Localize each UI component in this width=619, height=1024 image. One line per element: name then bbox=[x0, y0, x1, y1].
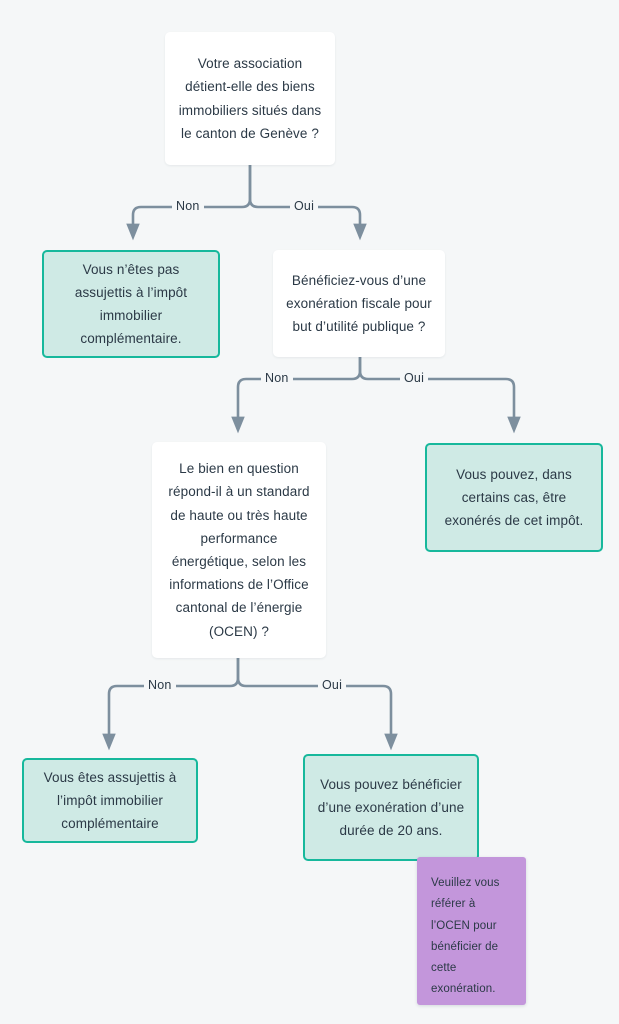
question-node-text: Bénéficiez-vous d’une exonération fiscal… bbox=[286, 272, 432, 335]
edge-label-level3-oui: Oui bbox=[318, 679, 347, 692]
note-refer-to-ocen[interactable]: Veuillez vous référer à l’OCEN pour béné… bbox=[417, 857, 526, 1005]
answer-node-20-year-exemption[interactable]: Vous pouvez bénéficier d’une exonération… bbox=[303, 754, 479, 861]
answer-node-possible-exemption[interactable]: Vous pouvez, dans certains cas, être exo… bbox=[425, 443, 603, 552]
answer-node-not-liable[interactable]: Vous n’êtes pas assujettis à l’impôt imm… bbox=[42, 250, 220, 358]
answer-node-text: Vous pouvez bénéficier d’une exonération… bbox=[317, 776, 465, 839]
edge-label-level1-non: Non bbox=[172, 200, 204, 213]
question-node-tax-exemption-public-utility[interactable]: Bénéficiez-vous d’une exonération fiscal… bbox=[273, 250, 445, 357]
answer-node-text: Vous n’êtes pas assujettis à l’impôt imm… bbox=[74, 261, 188, 347]
question-node-text: Votre association détient-elle des biens… bbox=[178, 56, 322, 141]
edge-label-level1-oui: Oui bbox=[290, 200, 319, 213]
edge-label-level3-non: Non bbox=[144, 679, 176, 692]
edge-label-level2-non: Non bbox=[261, 372, 293, 385]
question-node-property-in-geneva[interactable]: Votre association détient-elle des biens… bbox=[165, 32, 335, 165]
answer-node-text: Vous êtes assujettis à l’impôt immobilie… bbox=[43, 769, 177, 832]
question-node-text: Le bien en question répond-il à un stand… bbox=[168, 461, 310, 639]
answer-node-liable-to-tax[interactable]: Vous êtes assujettis à l’impôt immobilie… bbox=[22, 758, 198, 843]
question-node-energy-performance-standard[interactable]: Le bien en question répond-il à un stand… bbox=[152, 442, 326, 658]
edge-label-level2-oui: Oui bbox=[400, 372, 429, 385]
note-text: Veuillez vous référer à l’OCEN pour béné… bbox=[431, 877, 500, 996]
answer-node-text: Vous pouvez, dans certains cas, être exo… bbox=[444, 466, 584, 529]
